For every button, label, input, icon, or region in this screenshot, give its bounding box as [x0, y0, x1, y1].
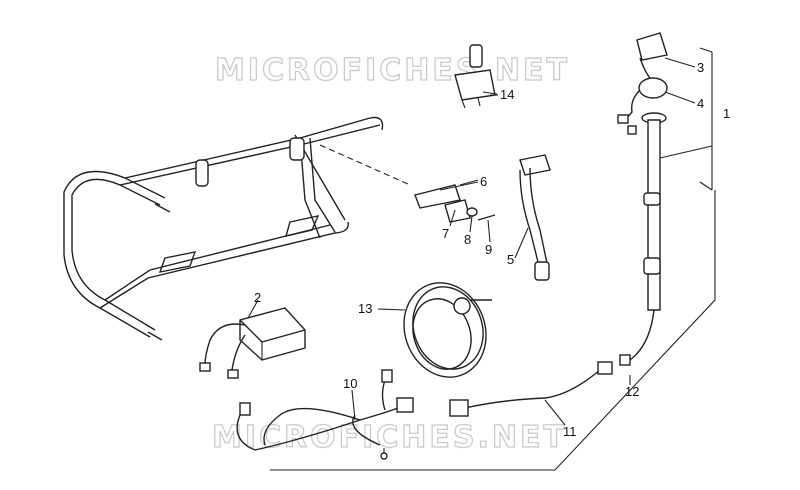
callout-7: 7 [442, 226, 449, 241]
callout-1: 1 [723, 106, 730, 121]
box-part-2 [199, 307, 306, 379]
cable-part-11 [449, 361, 613, 417]
callout-9: 9 [485, 242, 492, 257]
callout-labels: 1 2 3 4 5 6 7 8 9 10 11 12 13 14 [254, 60, 730, 439]
callout-14: 14 [500, 87, 514, 102]
callout-4: 4 [697, 96, 704, 111]
callout-8: 8 [464, 232, 471, 247]
callout-10: 10 [343, 376, 357, 391]
bracket-part-5 [519, 154, 551, 281]
watermark-bottom: MICROFICHES.NET [212, 420, 567, 455]
callout-6: 6 [480, 174, 487, 189]
callout-12: 12 [625, 384, 639, 399]
callout-3: 3 [697, 60, 704, 75]
harness-part-10 [236, 369, 414, 460]
antenna-assembly-parts-1-3-4 [617, 32, 668, 366]
crash-bar-frame [63, 116, 411, 341]
callout-2: 2 [254, 290, 261, 305]
clamp-parts-6-9 [414, 179, 496, 223]
leader-lines [247, 47, 713, 426]
callout-11: 11 [563, 424, 577, 439]
coiled-wire-part-13 [403, 282, 492, 378]
callout-5: 5 [507, 252, 514, 267]
frame-lines [270, 190, 716, 471]
callout-13: 13 [358, 301, 372, 316]
watermark-top: MICROFICHES.NET [215, 53, 570, 88]
